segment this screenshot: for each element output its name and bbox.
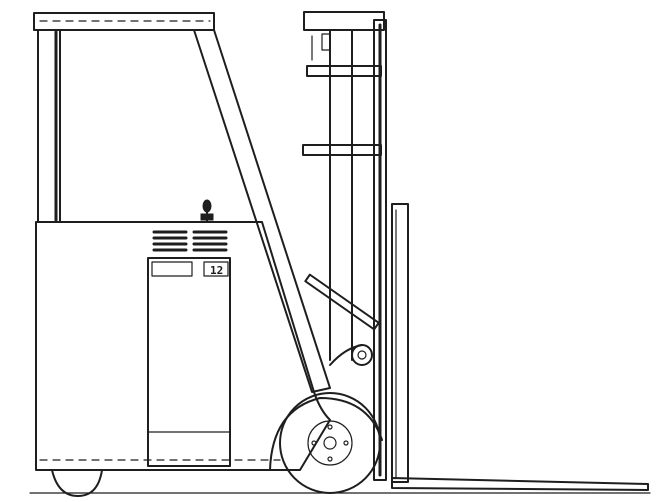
overhead-guard <box>33 12 331 393</box>
control-lever <box>200 199 214 223</box>
front-wheel <box>269 392 383 494</box>
mast <box>302 11 387 481</box>
battery-compartment: 12 <box>147 230 231 467</box>
mast-pivot <box>329 344 373 366</box>
truck-body <box>35 221 331 471</box>
plate-label: 12 <box>210 264 223 277</box>
fork-assembly <box>391 203 649 491</box>
vent-louvers <box>152 230 228 252</box>
id-plate: 12 <box>203 261 229 277</box>
rear-wheel <box>51 469 103 497</box>
